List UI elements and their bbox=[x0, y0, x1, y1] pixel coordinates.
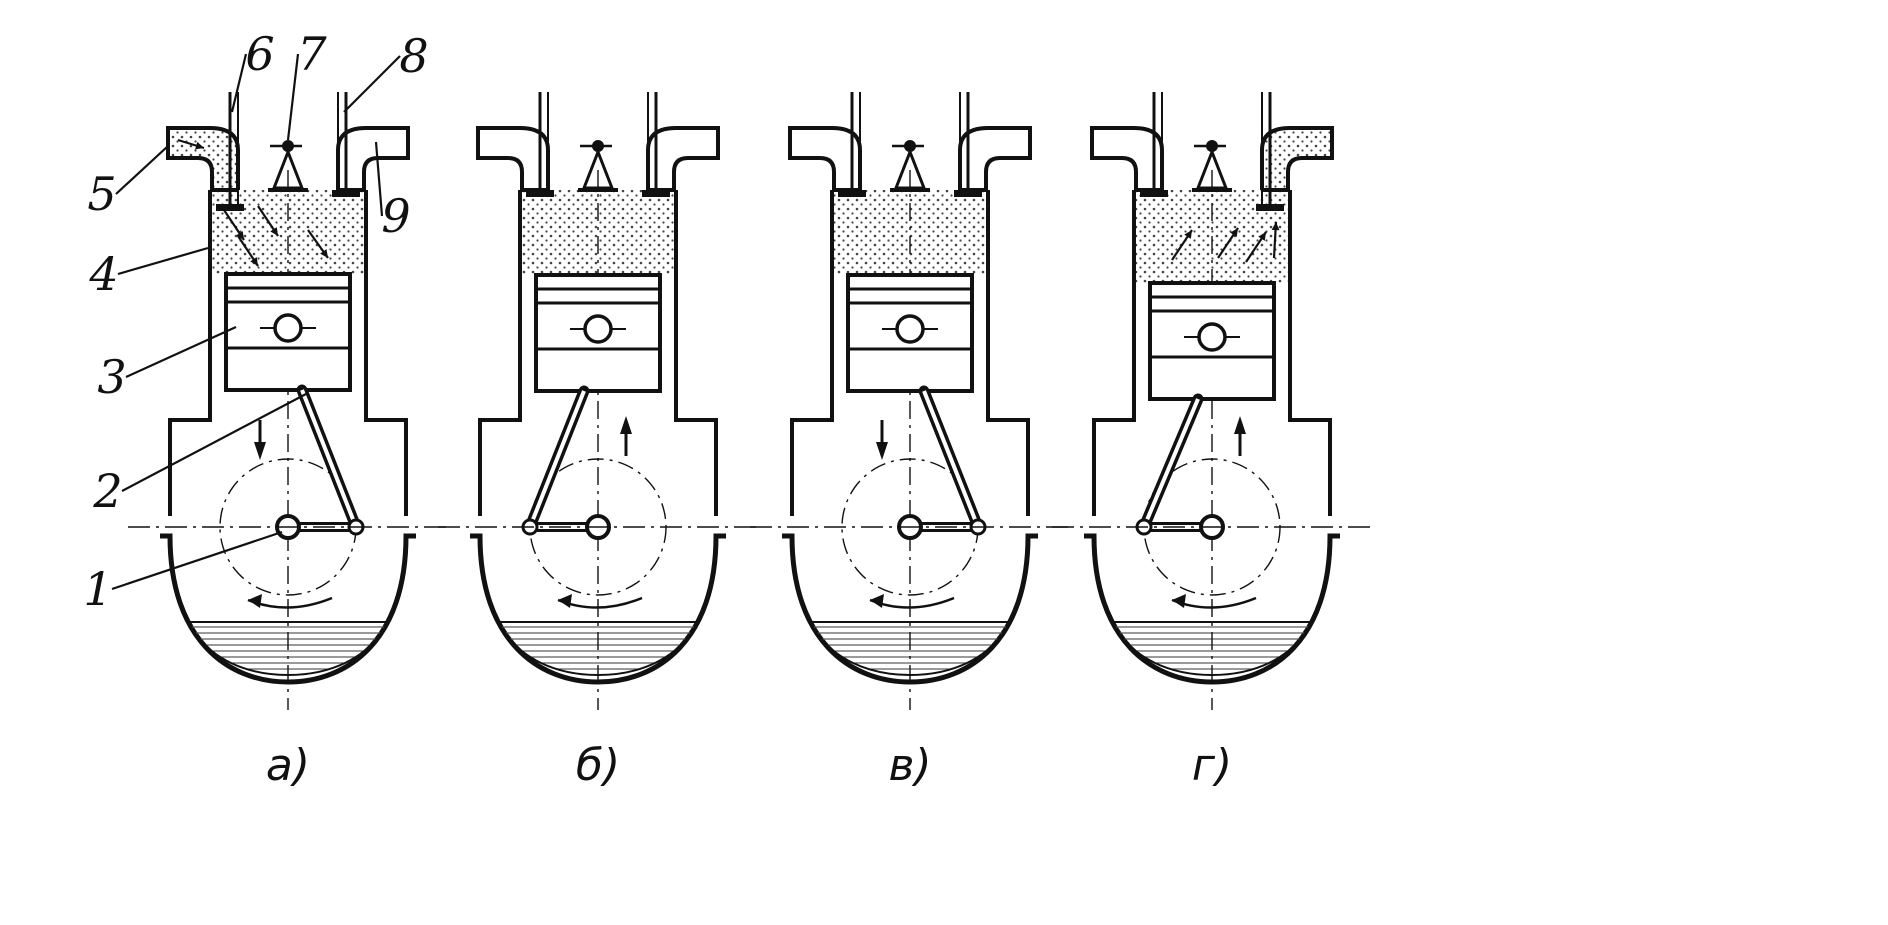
flow-arrow-3-head bbox=[1258, 232, 1266, 241]
flow-arrow-4-head bbox=[320, 249, 328, 258]
spark-plug-cap bbox=[592, 140, 604, 152]
callout-1: 1 bbox=[83, 530, 283, 616]
callout-leader bbox=[286, 53, 300, 141]
exhaust-valve-head bbox=[642, 190, 670, 197]
panel-label-1: а) bbox=[266, 740, 310, 791]
callout-9: 9 bbox=[374, 141, 411, 243]
exhaust-valve-head bbox=[332, 190, 360, 197]
callout-3: 3 bbox=[97, 325, 237, 404]
exhaust-port bbox=[336, 126, 410, 190]
piston-motion-arrow-head bbox=[620, 416, 632, 434]
intake-valve-head bbox=[526, 190, 554, 197]
flow-arrow-1-head bbox=[236, 231, 244, 240]
panel-label-4: г) bbox=[1192, 740, 1232, 791]
engine-panel-4: г) bbox=[1052, 92, 1372, 791]
intake-port bbox=[1090, 126, 1164, 190]
callout-8: 8 bbox=[343, 29, 429, 113]
rotation-arrow-head bbox=[558, 594, 572, 608]
callout-leader bbox=[115, 145, 169, 195]
exhaust-valve-head bbox=[954, 190, 982, 197]
callout-number: 7 bbox=[297, 27, 327, 81]
callout-6: 6 bbox=[230, 27, 275, 113]
piston-pin bbox=[895, 314, 925, 344]
connecting-rod-core bbox=[922, 390, 980, 528]
panel-label-2: б) bbox=[576, 740, 620, 791]
connecting-rod-core bbox=[528, 390, 586, 528]
piston-motion-arrow-head bbox=[876, 442, 888, 460]
spark-plug-cap bbox=[1206, 140, 1218, 152]
flow-arrow-1-head bbox=[1184, 230, 1192, 239]
callout-leader bbox=[343, 55, 401, 113]
callout-leader bbox=[374, 141, 384, 217]
callout-number: 4 bbox=[88, 247, 118, 301]
exhaust-port bbox=[958, 126, 1032, 190]
callout-leader bbox=[117, 246, 209, 276]
intake-valve-head bbox=[216, 204, 244, 211]
intake-valve-head bbox=[1140, 190, 1168, 197]
exhaust-valve-head bbox=[1256, 204, 1284, 211]
piston-pin bbox=[273, 313, 303, 343]
callout-number: 9 bbox=[381, 189, 410, 243]
rotation-arrow-head bbox=[1172, 594, 1186, 608]
exhaust-port bbox=[646, 126, 720, 190]
callout-number: 2 bbox=[92, 464, 122, 518]
cylinder-wall bbox=[790, 188, 1030, 516]
exhaust-port bbox=[1260, 126, 1334, 190]
flow-arrow-2-head bbox=[270, 227, 278, 236]
callout-leader bbox=[121, 393, 307, 492]
callout-number: 5 bbox=[87, 167, 116, 221]
intake-port bbox=[166, 126, 240, 190]
callout-7: 7 bbox=[286, 27, 327, 141]
engine-panel-3: в) bbox=[750, 92, 1070, 791]
intake-port bbox=[476, 126, 550, 190]
callout-number: 1 bbox=[83, 562, 112, 616]
callout-number: 6 bbox=[245, 27, 274, 81]
callout-5: 5 bbox=[87, 145, 169, 221]
connecting-rod-core bbox=[1142, 398, 1200, 528]
piston-motion-arrow-head bbox=[254, 442, 266, 460]
rotation-arrow-head bbox=[248, 594, 262, 608]
cylinder-wall bbox=[168, 188, 408, 516]
flow-arrow-2-head bbox=[1230, 228, 1238, 237]
intake-valve-head bbox=[838, 190, 866, 197]
callout-leader bbox=[230, 53, 248, 113]
rotation-arrow-head bbox=[870, 594, 884, 608]
callout-2: 2 bbox=[92, 393, 307, 518]
intake-port bbox=[788, 126, 862, 190]
engine-panel-1: а) bbox=[128, 92, 448, 791]
panel-label-3: в) bbox=[888, 740, 931, 791]
piston-motion-arrow-head bbox=[1234, 416, 1246, 434]
piston-pin bbox=[1197, 322, 1227, 352]
engine-panel-2: б) bbox=[438, 92, 758, 791]
piston-pin bbox=[583, 314, 613, 344]
spark-plug-cap bbox=[904, 140, 916, 152]
callout-number: 3 bbox=[97, 350, 126, 404]
spark-plug-cap bbox=[282, 140, 294, 152]
flow-arrow-5-head bbox=[195, 141, 204, 150]
callout-leader bbox=[125, 325, 237, 379]
connecting-rod-core bbox=[300, 389, 358, 528]
callout-number: 8 bbox=[399, 29, 428, 83]
flow-arrow-4-head bbox=[1271, 222, 1280, 231]
callout-leader bbox=[111, 530, 283, 591]
callout-4: 4 bbox=[88, 246, 209, 301]
flow-arrow-3-head bbox=[250, 257, 258, 266]
cylinder-wall bbox=[478, 188, 718, 516]
cylinder-wall bbox=[1092, 188, 1332, 516]
